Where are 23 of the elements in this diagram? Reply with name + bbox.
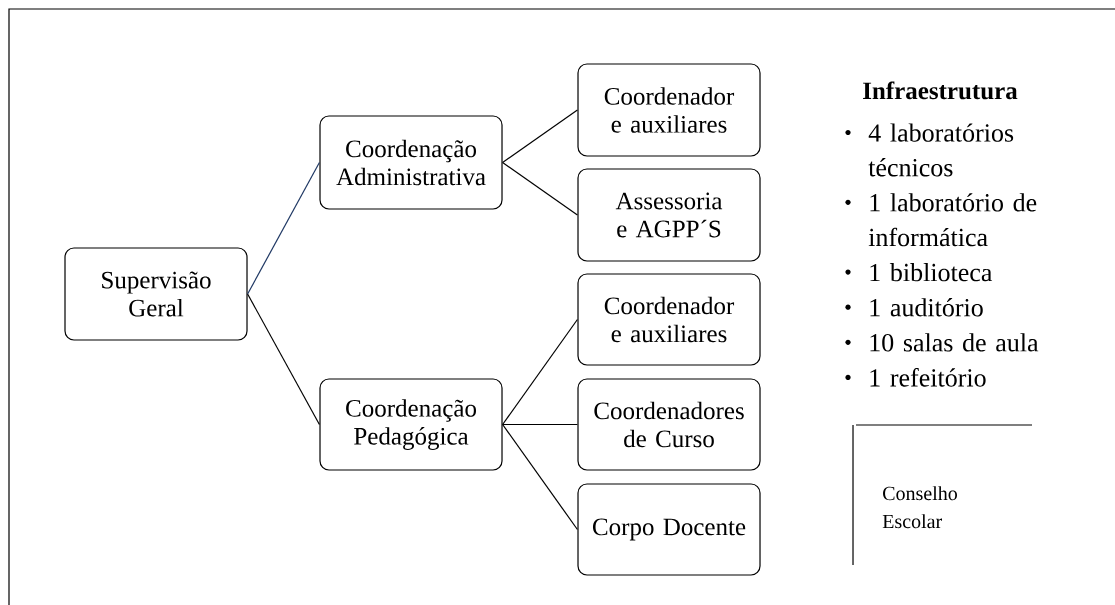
bullet-item: 1 laboratório de informática: [868, 193, 1037, 247]
connector-line: [247, 161, 320, 295]
org-box: Coordenador e auxiliares: [577, 273, 761, 366]
bullet-item: 4 laboratórios técnicos: [868, 123, 1014, 177]
org-box: Coordenadores de Curso: [577, 378, 761, 471]
connector-line: [502, 423, 578, 426]
bullet-item: 1 refeitório: [870, 368, 986, 387]
org-box: Supervisão Geral: [64, 247, 248, 341]
connector-line: [502, 318, 578, 426]
org-box: Coordenador e auxiliares: [577, 63, 761, 157]
org-box: Assessoria e AGPP´S: [577, 168, 761, 262]
note-text: Conselho Escolar: [882, 486, 957, 529]
heading: Infraestrutura: [863, 81, 1018, 100]
bullet-item: 1 auditório: [870, 298, 983, 317]
connector-line: [502, 423, 578, 531]
connector-line: [502, 109, 578, 164]
org-box: Coordenação Administrativa: [319, 115, 503, 210]
bullet-item: 10 salas de aula: [870, 333, 1039, 352]
connector-line: [247, 293, 320, 426]
connector-line: [502, 161, 578, 216]
org-box: Corpo Docente: [577, 483, 761, 576]
bullet-item: 1 biblioteca: [870, 263, 993, 282]
org-box: Coordenação Pedagógica: [319, 378, 503, 471]
